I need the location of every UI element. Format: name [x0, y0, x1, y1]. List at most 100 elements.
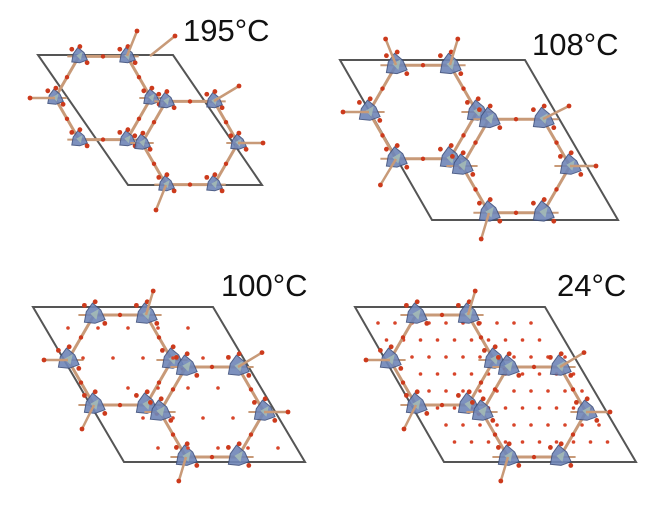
oxygen-atom: [236, 441, 242, 447]
guest-atom: [537, 406, 542, 410]
linker-strut: [213, 84, 240, 103]
oxygen-atom: [260, 140, 266, 146]
cluster-facet: [90, 399, 99, 410]
guest-atom: [201, 356, 205, 360]
oxygen-atom: [212, 172, 218, 178]
guest-atom: [520, 372, 525, 376]
guest-atom: [588, 440, 593, 444]
oxygen-atom: [377, 118, 383, 123]
cluster-facet: [478, 406, 487, 417]
guest-atom: [495, 321, 499, 325]
oxygen-atom: [380, 86, 385, 91]
oxygen-atom: [184, 351, 190, 357]
guest-atom: [512, 355, 516, 359]
oxygen-atom: [357, 100, 362, 105]
oxygen-atom: [223, 161, 229, 166]
oxygen-atom: [184, 441, 190, 447]
guest-atom: [444, 355, 448, 359]
oxygen-atom: [568, 150, 574, 156]
guest-atom: [563, 355, 567, 359]
oxygen-atom: [187, 99, 193, 104]
oxygen-atom: [594, 418, 600, 423]
oxygen-atom: [420, 156, 426, 161]
oxygen-atom: [516, 372, 522, 378]
oxygen-atom: [136, 116, 142, 121]
oxygen-atom: [492, 387, 498, 392]
linker-strut: [480, 212, 491, 240]
oxygen-atom: [363, 357, 369, 363]
cluster-facet: [52, 93, 59, 102]
guest-atom: [554, 440, 559, 444]
oxygen-atom: [578, 172, 584, 177]
oxygen-atom: [156, 91, 162, 97]
guest-atom: [444, 423, 448, 427]
oxygen-atom: [92, 389, 98, 395]
oxygen-atom: [424, 411, 430, 416]
cluster-facet: [485, 206, 494, 218]
guest-atom: [427, 355, 431, 359]
oxygen-atom: [506, 351, 512, 357]
oxygen-atom: [176, 478, 182, 484]
guest-atom: [469, 440, 474, 444]
guest-atom: [216, 446, 220, 450]
guest-atom: [427, 389, 431, 393]
oxygen-atom: [487, 197, 493, 202]
oxygen-atom: [69, 129, 75, 135]
guest-atom: [156, 386, 160, 390]
oxygen-atom: [134, 393, 139, 398]
guest-atom: [520, 338, 525, 342]
linker-strut: [379, 158, 398, 186]
oxygen-atom: [148, 400, 153, 405]
guest-atom: [452, 406, 457, 410]
guest-atom: [141, 416, 145, 420]
oxygen-atom: [102, 411, 108, 416]
oxygen-atom: [262, 396, 268, 402]
oxygen-atom: [492, 432, 498, 437]
guest-atom: [529, 389, 533, 393]
guest-atom: [529, 423, 533, 427]
linker-strut: [499, 456, 510, 482]
oxygen-atom: [400, 380, 406, 385]
guest-atom: [201, 416, 205, 420]
oxygen-atom: [554, 187, 559, 192]
oxygen-atom: [477, 107, 482, 113]
oxygen-atom: [477, 200, 482, 206]
oxygen-atom: [455, 36, 461, 42]
cluster-facet: [76, 135, 83, 144]
oxygen-atom: [404, 302, 409, 308]
guest-atom: [435, 372, 440, 376]
oxygen-atom: [378, 182, 383, 188]
panel-label: 24°C: [557, 268, 626, 303]
guest-atom: [231, 416, 235, 420]
oxygen-atom: [513, 117, 519, 122]
oxygen-atom: [56, 348, 61, 353]
oxygen-atom: [458, 71, 464, 77]
oxygen-atom: [248, 432, 254, 437]
oxygen-atom: [438, 146, 443, 152]
oxygen-atom: [117, 402, 123, 408]
oxygen-atom: [531, 200, 536, 206]
guest-atom: [186, 386, 190, 390]
oxygen-atom: [156, 174, 162, 180]
oxygen-atom: [558, 441, 564, 447]
unit-cell-outline: [338, 59, 620, 221]
oxygen-atom: [531, 454, 537, 460]
cluster-facet: [139, 138, 146, 147]
oxygen-atom: [226, 354, 231, 360]
oxygen-atom: [84, 143, 90, 149]
oxygen-atom: [117, 46, 123, 52]
oxygen-atom: [492, 344, 498, 350]
guest-atom: [537, 440, 542, 444]
oxygen-atom: [566, 103, 572, 109]
panel-label: 195°C: [183, 13, 270, 48]
oxygen-atom: [60, 101, 66, 107]
oxygen-atom: [475, 96, 481, 102]
oxygen-atom: [154, 320, 160, 326]
oxygen-atom: [380, 133, 385, 138]
cluster-facet: [182, 451, 191, 462]
oxygen-atom: [470, 172, 476, 177]
framework-structure: [340, 36, 599, 242]
oxygen-atom: [194, 372, 200, 378]
linker-strut: [237, 351, 263, 369]
